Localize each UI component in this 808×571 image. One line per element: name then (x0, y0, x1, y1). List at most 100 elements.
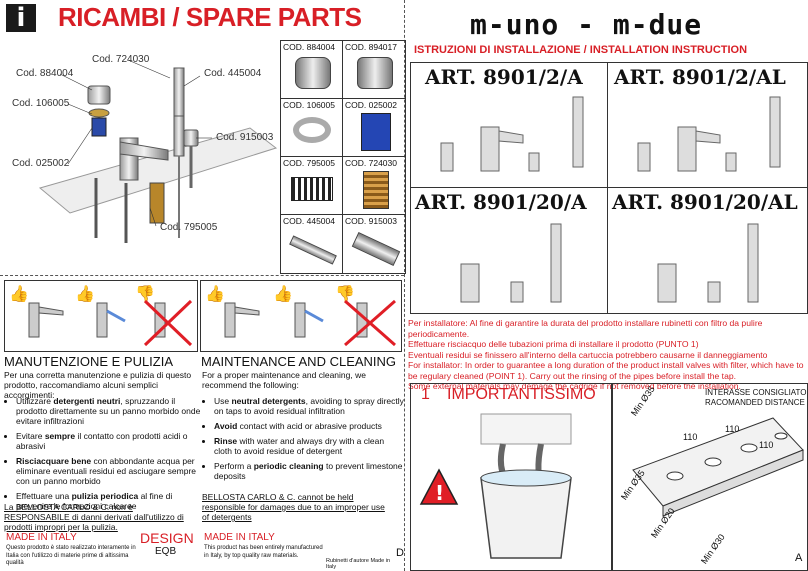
dimension-110: 110 (725, 424, 740, 434)
maintenance-intro-en: For a proper maintenance and cleaning, w… (202, 370, 366, 390)
list-item: Avoid contact with acid or abrasive prod… (214, 421, 404, 431)
installer-warnings: Per installatore: Al fine di garantire l… (408, 318, 808, 392)
cartridge-part-icon (361, 113, 391, 151)
article-cell: ART. 8901/20/AL (608, 188, 807, 313)
product-title: m-uno - m-due (470, 8, 703, 41)
hose-part-icon (289, 235, 337, 265)
article-grid: ART. 8901/2/A ART. 8901/2/AL ART. 8901/2… (410, 62, 808, 314)
spare-code-grid: COD. 884004 COD. 894017 COD. 106005 COD.… (280, 40, 406, 274)
exploded-faucet-drawing (38, 59, 278, 243)
faucet-set-drawing (657, 223, 759, 303)
dimension-110: 110 (759, 440, 774, 450)
warning-line: Effettuare risciacquo delle tubazioni pr… (408, 339, 699, 349)
deck-template-drawing (632, 417, 804, 517)
cleaning-steps-drawing: 👍 👍 👎 (205, 284, 396, 347)
svg-text:👍: 👍 (205, 284, 225, 303)
code-cell: COD. 915003 (343, 215, 405, 273)
made-in-italy-it: MADE IN ITALY (6, 532, 77, 543)
maintenance-list-it: Utilizzare detergenti neutri, spruzzando… (4, 396, 202, 516)
design-sub: EQB (155, 546, 177, 557)
made-in-italy-en: MADE IN ITALY (204, 532, 275, 543)
design-label: DESIGN (140, 530, 194, 546)
code-cell: COD. 894017 (343, 41, 405, 99)
article-cell: ART. 8901/2/AL (608, 63, 807, 188)
thread-part-icon (363, 171, 389, 209)
made-in-italy-text-it: Questo prodotto è stato realizzato inter… (6, 545, 136, 566)
callout-884004: Cod. 884004 (16, 68, 74, 79)
important-panel: 1 IMPORTANTISSIMO ! (410, 383, 612, 571)
page-letter-left: D (396, 547, 404, 559)
maintenance-title-en: MAINTENANCE AND CLEANING (201, 354, 397, 369)
code-cell: COD. 025002 (343, 99, 405, 157)
code-cell: COD. 445004 (281, 215, 343, 273)
ring-part-icon (293, 117, 331, 143)
page-letter-right: A (795, 552, 803, 564)
list-item: Risciacquare bene con abbondante acqua p… (16, 456, 202, 486)
code-label: COD. 025002 (345, 100, 397, 110)
code-label: COD. 915003 (345, 216, 397, 226)
faucet-set-drawing (460, 223, 562, 303)
section-divider (0, 275, 404, 276)
spare-parts-title: RICAMBI / SPARE PARTS (58, 2, 362, 32)
warning-line: For installator: In order to guarantee a… (408, 360, 804, 381)
list-item: Utilizzare detergenti neutri, spruzzando… (16, 396, 202, 426)
fold-line (404, 0, 405, 571)
warning-line: Per installatore: Al fine di garantire l… (408, 318, 763, 339)
callout-445004: Cod. 445004 (204, 68, 262, 79)
code-label: COD. 106005 (283, 100, 335, 110)
distance-panel: INTERASSE CONSIGLIATO RACOMANDED DISTANC… (612, 383, 808, 571)
interasse-label-en: RACOMANDED DISTANCE (705, 398, 805, 407)
disclaimer-it: La BELLOSTA CARLO & C. non è RESPONSABIL… (4, 502, 184, 532)
callout-915003: Cod. 915003 (216, 132, 274, 143)
svg-text:👍: 👍 (75, 284, 95, 303)
cleaning-pictograms-en: 👍 👍 👎 (200, 280, 402, 352)
code-label: COD. 445004 (283, 216, 335, 226)
made-in-italy-text-en: This product has been entirely manufactu… (204, 545, 323, 559)
svg-text:!: ! (435, 481, 444, 505)
list-item: Evitare sempre il contatto con prodotti … (16, 431, 202, 451)
maintenance-list-en: Use neutral detergents, avoiding to spra… (202, 396, 404, 486)
info-icon: i (6, 4, 36, 32)
faucet-set-drawing (440, 96, 584, 172)
article-cell: ART. 8901/2/A (411, 63, 608, 188)
callout-106005: Cod. 106005 (12, 98, 70, 109)
disclaimer-en: BELLOSTA CARLO & C. cannot be held respo… (202, 492, 385, 522)
code-cell: COD. 724030 (343, 157, 405, 215)
code-cell: COD. 884004 (281, 41, 343, 99)
warning-line: Some external materials may demage the c… (408, 381, 741, 391)
step-title: IMPORTANTISSIMO (447, 386, 596, 403)
code-label: COD. 894017 (345, 42, 397, 52)
article-cell: ART. 8901/20/A (411, 188, 608, 313)
code-cell: COD. 106005 (281, 99, 343, 157)
knob-part-icon (295, 57, 331, 89)
svg-text:👎: 👎 (335, 284, 355, 303)
cleaning-steps-drawing: 👍 👍 👎 (9, 284, 193, 347)
svg-text:👍: 👍 (273, 284, 293, 303)
callout-724030: Cod. 724030 (92, 54, 150, 65)
callout-795005: Cod. 795005 (160, 222, 218, 233)
code-label: COD. 884004 (283, 42, 335, 52)
article-code: ART. 8901/2/AL (614, 65, 786, 89)
code-label: COD. 724030 (345, 158, 397, 168)
exploded-diagram (0, 38, 278, 270)
list-item: Effettuare una pulizia periodica al fine… (16, 491, 202, 511)
article-code: ART. 8901/20/A (415, 190, 587, 214)
sleeve-part-icon (351, 232, 401, 266)
cleaning-pictograms-it: 👍 👍 👎 (4, 280, 198, 352)
article-code: ART. 8901/2/A (425, 65, 583, 89)
article-code: ART. 8901/20/AL (612, 190, 798, 214)
warning-line: Eventuali residui se finissero all'inter… (408, 349, 768, 360)
maintenance-intro-it: Per una corretta manutenzione e pulizia … (4, 370, 192, 400)
gasket-part-icon (291, 177, 333, 201)
rubinetti-label: Rubinetti d'autore Made in Italy (326, 558, 391, 570)
lever-part-icon (357, 57, 393, 89)
code-cell: COD. 795005 (281, 157, 343, 215)
list-item: Rinse with water and always dry with a c… (214, 436, 404, 456)
rinse-bucket-drawing: ! (419, 413, 572, 559)
list-item: Perform a periodic cleaning to prevent l… (214, 461, 404, 481)
list-item: Use neutral detergents, avoiding to spra… (214, 396, 404, 416)
svg-text:👍: 👍 (9, 284, 29, 303)
warning-triangle-icon (419, 468, 459, 505)
installation-title: ISTRUZIONI DI INSTALLAZIONE / INSTALLATI… (414, 44, 748, 56)
interasse-label: INTERASSE CONSIGLIATO (705, 388, 807, 397)
